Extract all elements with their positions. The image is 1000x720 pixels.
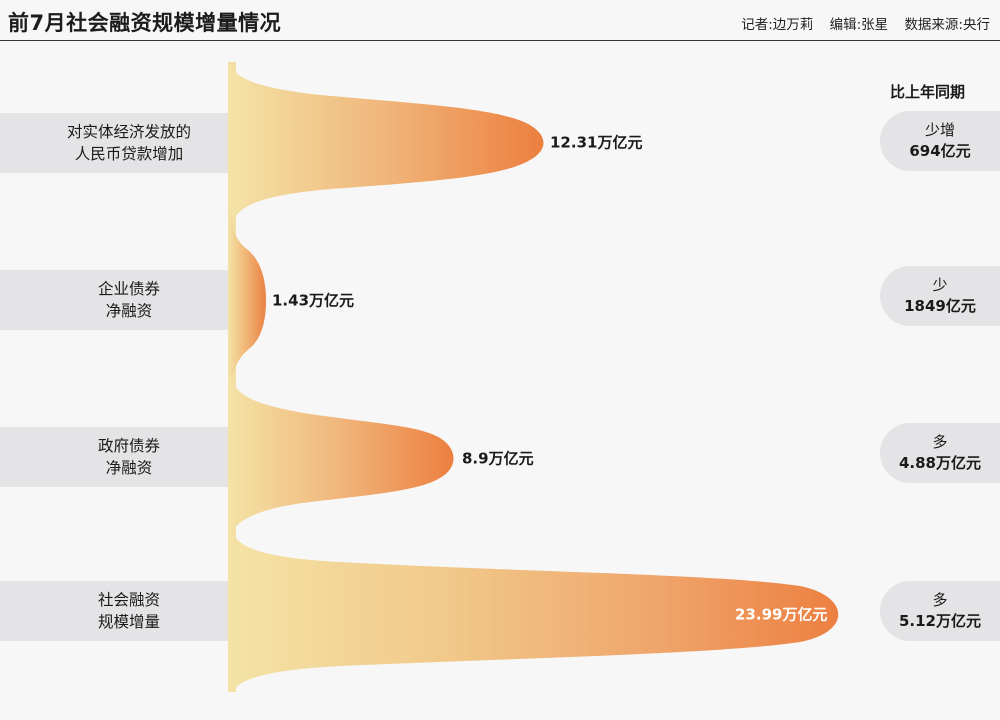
category-label-line2: 净融资 xyxy=(105,302,153,320)
value-label-loans: 12.31万亿元 xyxy=(550,133,643,152)
compare-direction: 少 xyxy=(932,276,948,294)
compare-direction: 少增 xyxy=(924,121,955,139)
compare-column-header: 比上年同期 xyxy=(890,83,966,101)
compare-amount: 1849亿元 xyxy=(904,297,976,315)
editor-credit: 编辑:张星 xyxy=(829,17,889,33)
compare-direction: 多 xyxy=(932,591,948,609)
page-title: 前7月社会融资规模增量情况 xyxy=(8,11,282,35)
bar-corporate-bonds xyxy=(228,200,266,380)
category-label-line1: 社会融资 xyxy=(97,591,160,609)
reporter-credit: 记者:边万莉 xyxy=(741,17,814,33)
compare-direction: 多 xyxy=(932,433,948,451)
value-label-corporate-bonds: 1.43万亿元 xyxy=(272,291,355,310)
bar-government-bonds xyxy=(228,370,454,532)
category-label-line1: 政府债券 xyxy=(97,437,160,455)
header: 前7月社会融资规模增量情况 记者:边万莉 编辑:张星 数据来源:央行 xyxy=(0,0,1000,41)
compare-amount: 4.88万亿元 xyxy=(898,454,981,472)
compare-badge-government-bonds: 多 4.88万亿元 xyxy=(880,423,1000,483)
value-label-total-financing: 23.99万亿元 xyxy=(735,605,828,624)
category-label-government-bonds: 政府债券 净融资 xyxy=(0,427,228,487)
value-label-government-bonds: 8.9万亿元 xyxy=(462,449,534,468)
category-label-line1: 企业债券 xyxy=(97,280,160,298)
category-label-corporate-bonds: 企业债券 净融资 xyxy=(0,270,228,330)
bar-loans xyxy=(228,62,544,222)
category-label-line2: 净融资 xyxy=(105,459,153,477)
category-label-line2: 人民币贷款增加 xyxy=(74,145,184,163)
compare-amount: 694亿元 xyxy=(909,142,971,160)
compare-amount: 5.12万亿元 xyxy=(898,612,981,630)
category-label-line2: 规模增量 xyxy=(97,613,160,631)
compare-badge-total-financing: 多 5.12万亿元 xyxy=(880,581,1000,641)
compare-badge-loans: 少增 694亿元 xyxy=(880,111,1000,171)
compare-badge-corporate-bonds: 少 1849亿元 xyxy=(880,266,1000,326)
category-label-loans: 对实体经济发放的 人民币贷款增加 xyxy=(0,113,228,173)
credits: 记者:边万莉 编辑:张星 数据来源:央行 xyxy=(741,13,990,33)
category-label-total-financing: 社会融资 规模增量 xyxy=(0,581,228,641)
data-source: 数据来源:央行 xyxy=(904,17,990,33)
bar-total-financing xyxy=(228,520,839,692)
category-label-line1: 对实体经济发放的 xyxy=(66,123,191,141)
